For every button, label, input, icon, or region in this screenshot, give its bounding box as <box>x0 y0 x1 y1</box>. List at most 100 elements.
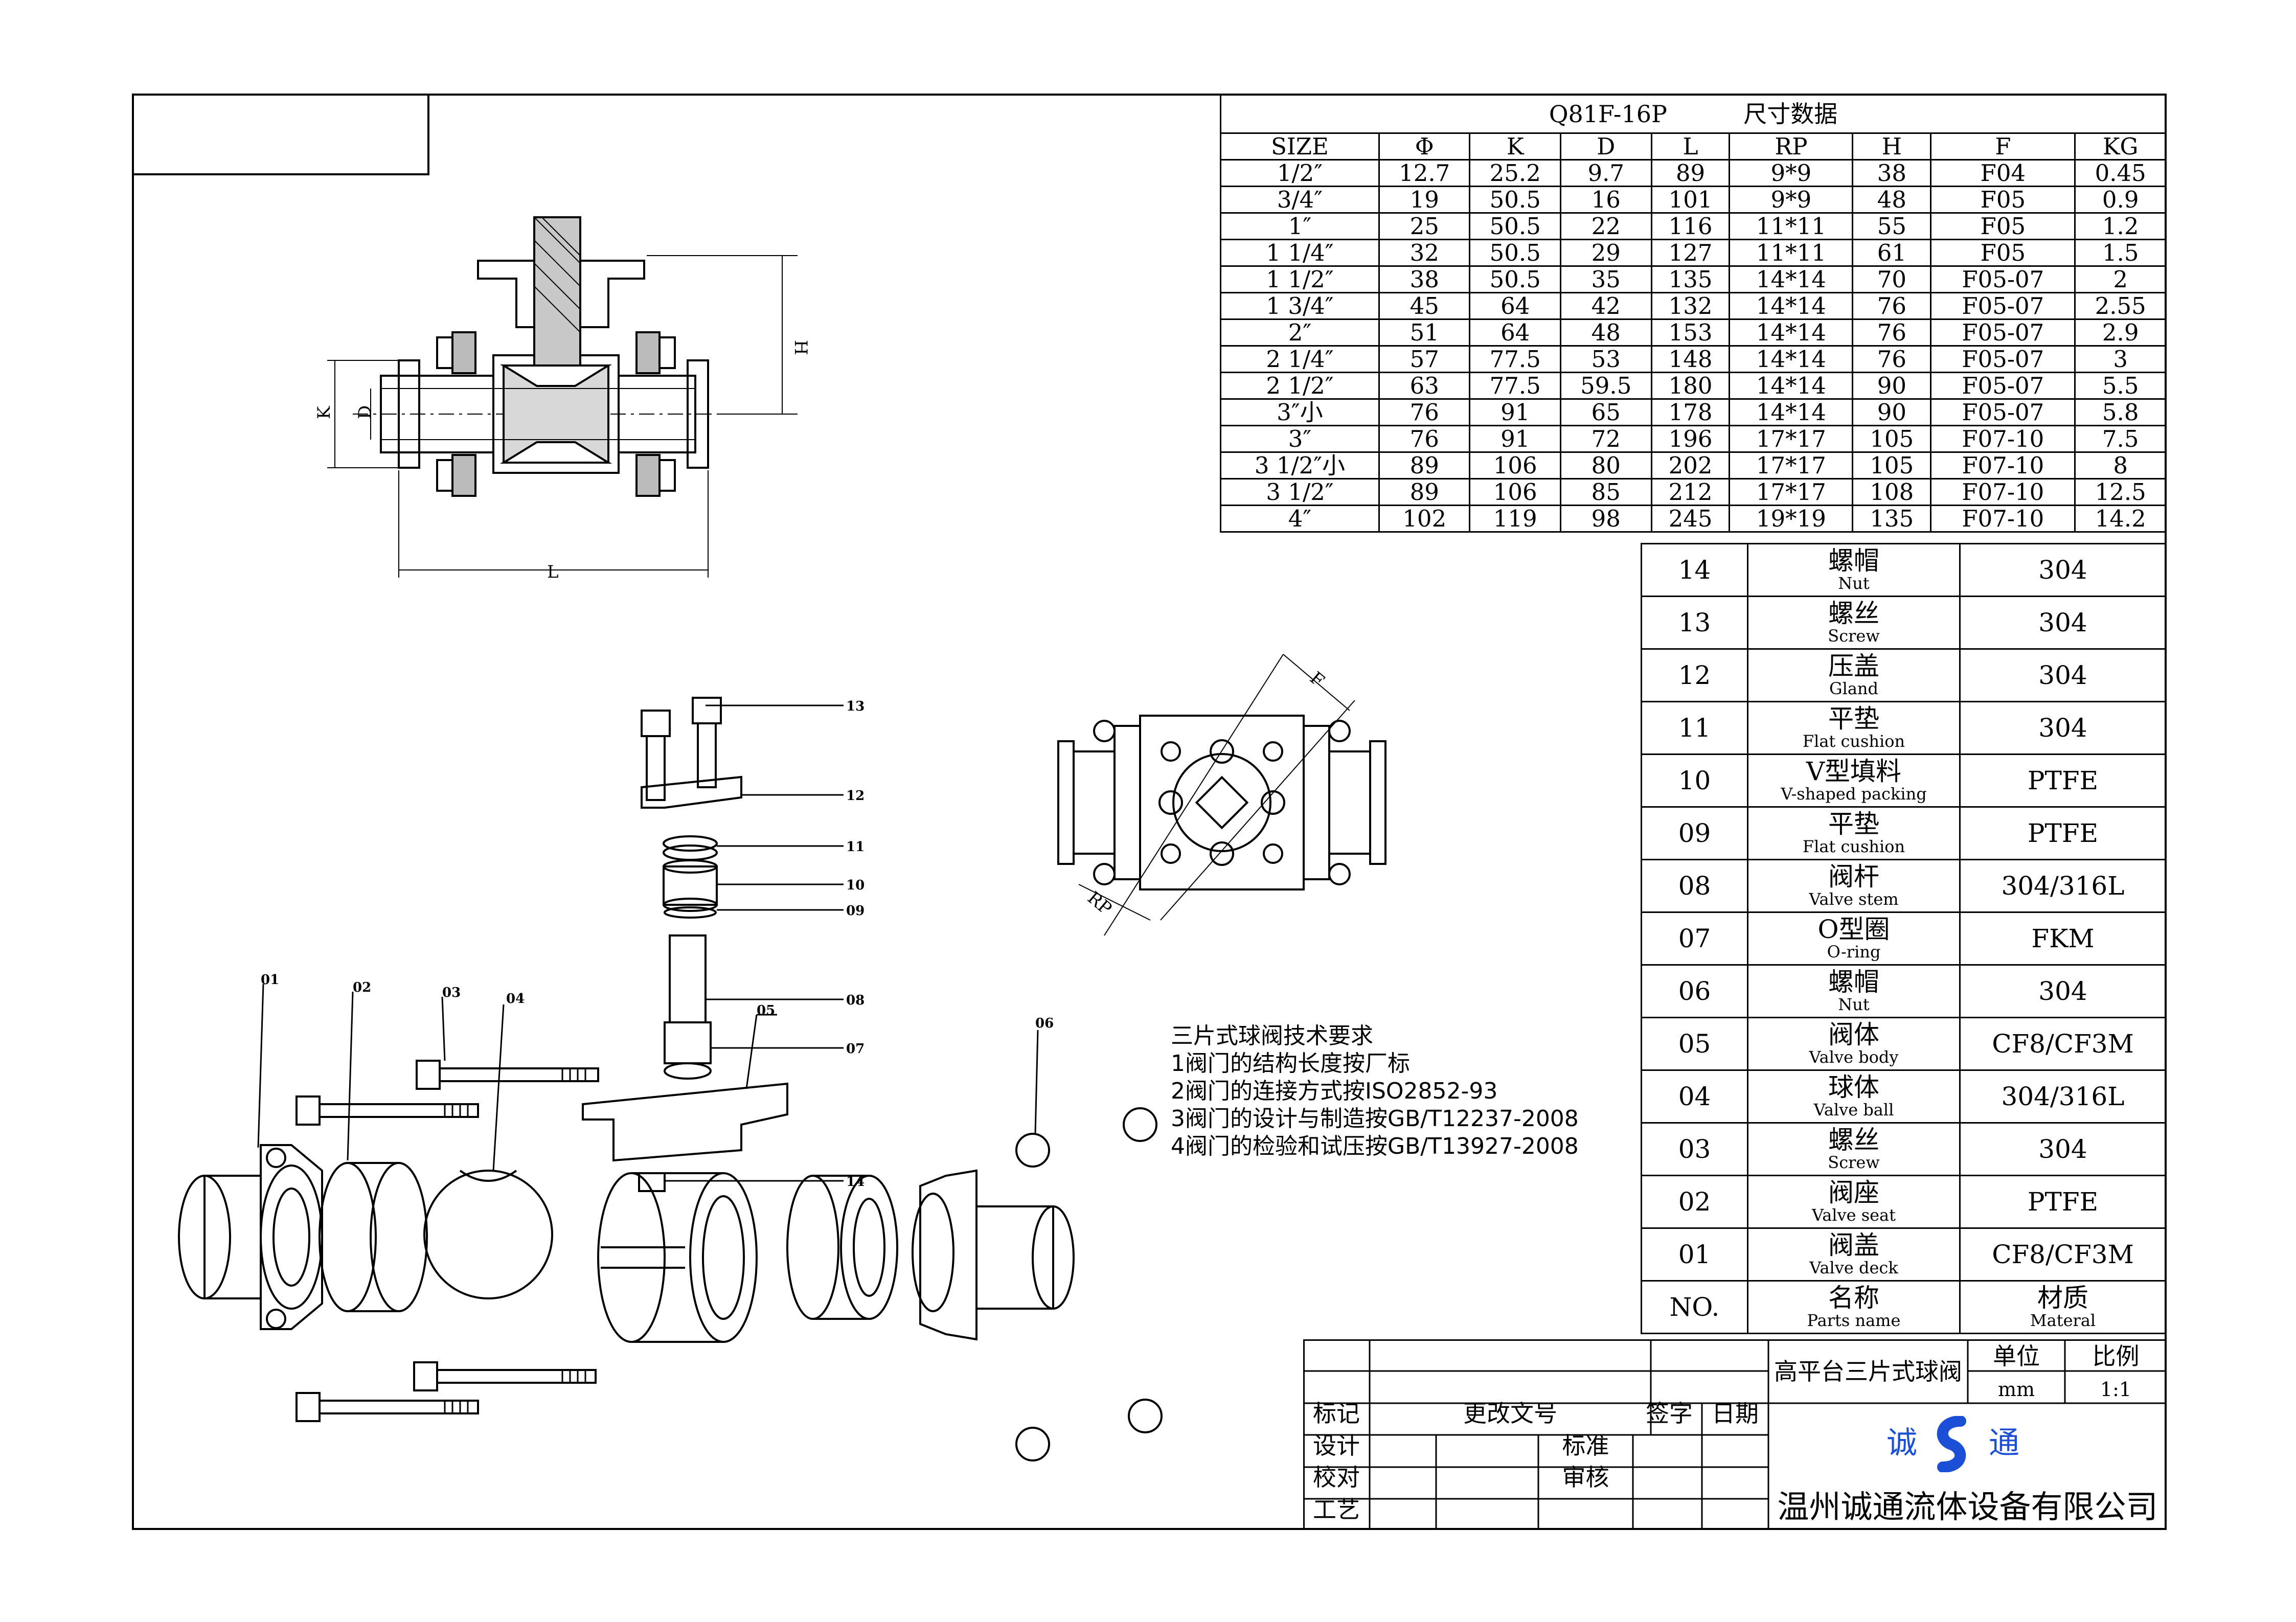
dimension-cell: 2.55 <box>2074 292 2167 320</box>
part-material: CF8/CF3M <box>1959 1227 2167 1282</box>
part-name-zh: 阀座 <box>1828 1178 1879 1207</box>
dimension-cell: 9*9 <box>1729 159 1854 187</box>
dimension-cell: F05 <box>1930 186 2076 214</box>
dimension-cell: 45 <box>1378 292 1471 320</box>
dimension-cell: 7.5 <box>2074 425 2167 453</box>
callout-01: 01 <box>261 972 279 988</box>
dim-label-k: K <box>314 406 334 419</box>
part-material: 304 <box>1959 1122 2167 1176</box>
dimension-cell: 1.5 <box>2074 239 2167 267</box>
requirement-item: 2阀门的连接方式按ISO2852-93 <box>1171 1078 1498 1104</box>
dimension-cell: 51 <box>1378 318 1471 347</box>
dimension-header-cell: F <box>1930 132 2076 161</box>
dimension-cell: 64 <box>1469 318 1562 347</box>
title-block-grid <box>1303 1339 2167 1530</box>
part-name-zh: 螺丝 <box>1828 1125 1879 1155</box>
part-name-zh: V型填料 <box>1806 757 1902 786</box>
date-label: 日期 <box>1712 1400 1759 1427</box>
dimension-cell: 106 <box>1469 451 1562 479</box>
callout-11: 11 <box>846 839 865 855</box>
callout-06: 06 <box>1035 1016 1054 1031</box>
part-number: 06 <box>1641 964 1748 1018</box>
logo-right-char: 通 <box>1989 1425 2019 1461</box>
dimension-cell: 35 <box>1560 265 1652 293</box>
dimension-letters: H K D L F RP <box>314 340 1328 919</box>
process-label: 工艺 <box>1313 1496 1360 1523</box>
dimension-cell: 14.2 <box>2074 505 2167 533</box>
part-name-zh: O型圈 <box>1817 915 1890 944</box>
dimension-cell: 105 <box>1852 425 1932 453</box>
dimension-cell: 50.5 <box>1469 212 1562 240</box>
dimension-cell: F05-07 <box>1930 398 2076 426</box>
dimension-cell: 105 <box>1852 451 1932 479</box>
dimension-cell: 3/4″ <box>1220 186 1380 214</box>
part-name-zh: 球体 <box>1828 1072 1879 1102</box>
requirement-item: 1阀门的结构长度按厂标 <box>1171 1050 1410 1077</box>
dimension-cell: 135 <box>1852 505 1932 533</box>
logo-left-char: 诚 <box>1886 1425 1917 1461</box>
dimension-cell: 1/2″ <box>1220 159 1380 187</box>
part-material: PTFE <box>1959 806 2167 860</box>
dimension-cell: 1 1/4″ <box>1220 239 1380 267</box>
dim-label-rp: RP <box>1083 887 1116 919</box>
dimension-cell: 5.8 <box>2074 398 2167 426</box>
callout-07: 07 <box>846 1041 865 1057</box>
dimension-cell: 0.9 <box>2074 186 2167 214</box>
dimension-header-cell: Φ <box>1378 132 1471 161</box>
dimension-cell: 61 <box>1852 239 1932 267</box>
standard-label: 标准 <box>1562 1432 1609 1459</box>
dimension-cell: 48 <box>1852 186 1932 214</box>
dimension-header-cell: SIZE <box>1220 132 1380 161</box>
part-number: 04 <box>1641 1069 1748 1124</box>
dimension-cell: 135 <box>1650 265 1731 293</box>
top-view <box>1057 654 1386 936</box>
dimension-cell: 3 1/2″ <box>1220 478 1380 506</box>
dimension-cell: 19*19 <box>1729 505 1854 533</box>
dimension-cell: 2 <box>2074 265 2167 293</box>
callout-03: 03 <box>442 985 461 1000</box>
dimension-cell: 77.5 <box>1469 345 1562 373</box>
dimension-cell: 116 <box>1650 212 1731 240</box>
dimension-header-cell: K <box>1469 132 1562 161</box>
dim-label-l: L <box>547 562 559 582</box>
dimension-cell: 102 <box>1378 505 1471 533</box>
requirement-item: 3阀门的设计与制造按GB/T12237-2008 <box>1171 1106 1579 1132</box>
dimension-cell: 19 <box>1378 186 1471 214</box>
callout-08: 08 <box>846 993 865 1008</box>
dimension-cell: 11*11 <box>1729 239 1854 267</box>
check-label: 校对 <box>1313 1464 1360 1491</box>
dimension-cell: 25.2 <box>1469 159 1562 187</box>
product-name: 高平台三片式球阀 <box>1774 1358 1962 1385</box>
parts-header-name-en: Parts name <box>1807 1311 1901 1330</box>
part-number: 01 <box>1641 1227 1748 1282</box>
dimension-cell: 3 1/2″小 <box>1220 451 1380 479</box>
unit-label: 单位 <box>1993 1342 2040 1370</box>
dimension-header-cell: H <box>1852 132 1932 161</box>
dimension-table-title: Q81F-16P 尺寸数据 <box>1220 94 2167 134</box>
part-name-zh: 压盖 <box>1828 651 1879 681</box>
dimension-cell: 59.5 <box>1560 372 1652 400</box>
dimension-cell: F07-10 <box>1930 425 2076 453</box>
dimension-cell: 11*11 <box>1729 212 1854 240</box>
part-number: 03 <box>1641 1122 1748 1176</box>
parts-header-no: NO. <box>1641 1280 1748 1334</box>
part-name-zh: 阀杆 <box>1828 862 1879 892</box>
